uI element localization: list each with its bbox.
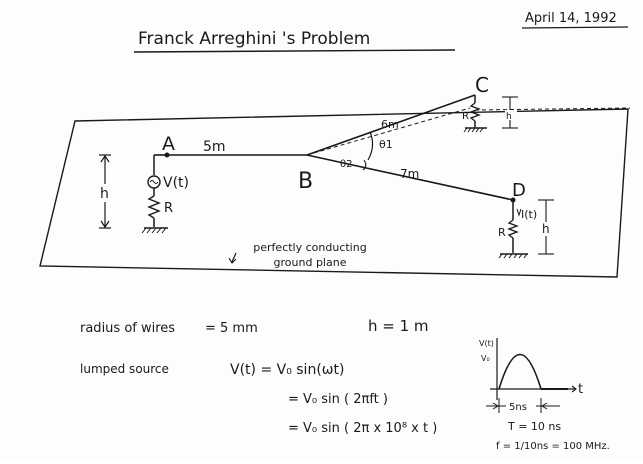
resistor-d-label: R xyxy=(498,226,506,239)
source-label: V(t) xyxy=(163,175,189,191)
angle-theta2-label: θ2 xyxy=(340,159,352,170)
pulse-frequency: f = 1/10ns = 100 MHz. xyxy=(496,441,610,452)
h-value: h = 1 m xyxy=(368,317,429,335)
arrow-up-icon xyxy=(100,154,110,163)
equation-line-2: = V₀ sin ( 2πft ) xyxy=(288,392,388,407)
height-d-label: h xyxy=(542,222,550,236)
sine-wave-icon xyxy=(149,180,159,184)
caption-arrowhead-icon xyxy=(228,257,237,264)
node-c-label: C xyxy=(475,73,489,97)
radius-label: radius of wires xyxy=(80,321,175,336)
t-axis-arrow-icon xyxy=(571,385,577,393)
height-left-label: h xyxy=(100,186,109,202)
resistor-left-icon xyxy=(147,195,161,219)
equation-line-3: = V₀ sin ( 2π x 10⁸ x t ) xyxy=(288,421,437,436)
arrow-down-icon xyxy=(100,220,110,229)
wire-bd xyxy=(306,154,514,201)
height-c-label: h xyxy=(506,112,512,122)
node-a-label: A xyxy=(162,133,175,155)
projection-dashed-line xyxy=(306,107,471,156)
ground-plane-caption-wrap: perfectly conducting ground plane xyxy=(253,241,367,269)
resistor-c-icon xyxy=(469,102,481,122)
resistor-d-icon xyxy=(507,219,519,239)
current-d-label: I(t) xyxy=(521,208,537,221)
page-title: Franck Arreghini 's Problem xyxy=(138,29,370,49)
pulse-period: T = 10 ns xyxy=(507,420,561,433)
source-type-label: lumped source xyxy=(80,362,169,376)
pulse-y-axis-label: V(t) xyxy=(479,339,494,348)
date-underline xyxy=(521,26,629,29)
title-underline xyxy=(133,49,456,53)
ground-left-hatch xyxy=(141,227,167,234)
caption-arrow-icon xyxy=(231,252,237,263)
resistor-left-label: R xyxy=(164,201,173,216)
node-a-dot xyxy=(164,152,170,158)
pulse-t-axis-label: t xyxy=(578,382,583,397)
date-label: April 14, 1992 xyxy=(525,11,617,26)
pulse-width-label-bg xyxy=(506,399,536,412)
wire-bc xyxy=(306,94,476,156)
ground-d-hatch xyxy=(498,253,528,259)
height-d-label-bg xyxy=(540,222,552,236)
node-b-label: B xyxy=(298,169,313,194)
height-c-label-bg xyxy=(505,110,517,120)
angle-theta1-label: θ1 xyxy=(379,138,393,151)
length-bd-label: 7m xyxy=(400,167,419,181)
pulse-peak-label: V₀ xyxy=(481,354,490,363)
resistor-c-label: R xyxy=(462,111,469,122)
ground-c-hatch xyxy=(463,127,484,133)
length-bc-label: 6m xyxy=(381,118,399,131)
ground-plane-outline xyxy=(39,108,629,278)
radius-value: = 5 mm xyxy=(205,321,258,336)
length-ab-label: 5m xyxy=(203,139,226,155)
horizon-dashed-line xyxy=(474,107,631,111)
pulse-width-label: 5ns xyxy=(509,402,527,413)
pulse-waveform xyxy=(498,353,542,390)
angle-theta1-arc xyxy=(367,131,374,161)
ground-plane-caption: perfectly conducting ground plane xyxy=(253,241,367,269)
width-arrow-right-icon xyxy=(492,402,499,410)
node-d-label: D xyxy=(512,180,526,201)
angle-theta2-arc xyxy=(362,159,367,171)
equation-line-1: V(t) = V₀ sin(ωt) xyxy=(230,362,344,378)
current-arrow-icon xyxy=(516,208,522,217)
width-arrow-left-icon xyxy=(541,402,548,410)
height-left-label-bg xyxy=(96,184,114,202)
